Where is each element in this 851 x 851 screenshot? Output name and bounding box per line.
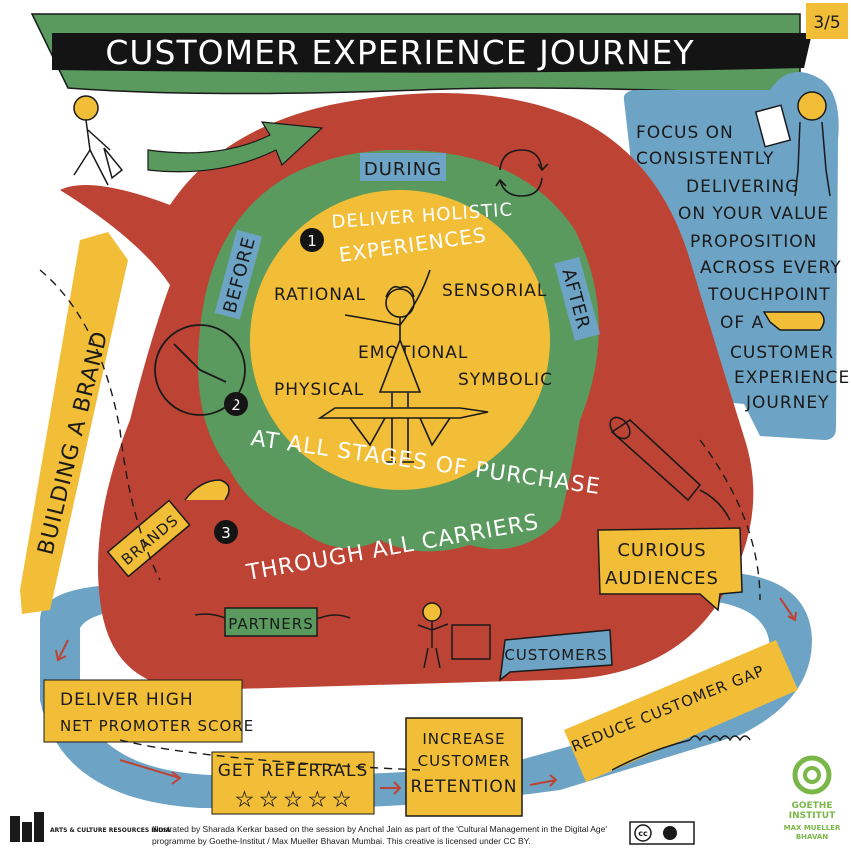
goethe-line4: BHAVAN [796, 833, 828, 841]
reader-figure-icon [754, 91, 831, 197]
focus-note-panel [623, 72, 839, 440]
sensorial-label: SENSORIAL [442, 281, 547, 301]
point-1-number: 1 [307, 232, 317, 250]
focus-note-line: DELIVERING [686, 177, 799, 197]
clock-icon [154, 324, 246, 416]
flow-arrows [55, 597, 797, 795]
pointing-hand-icon [762, 311, 825, 331]
page-number: 3/5 [813, 13, 840, 33]
focus-note-line: ON YOUR VALUE [678, 204, 829, 224]
customers-bubble: CUSTOMERS [499, 629, 613, 682]
focus-note-line: CONSISTENTLY [636, 149, 774, 169]
point-3-badge [214, 520, 238, 544]
rating-stars: ★ ★ ★ ★ ★ [235, 787, 350, 811]
cc-text: cc [638, 829, 648, 838]
partners-banner: PARTNERS [194, 607, 351, 637]
retention-line2: CUSTOMER [418, 752, 511, 770]
nps-line1: DELIVER HIGH [60, 690, 194, 710]
balancing-figure-icon [317, 269, 489, 463]
refresh-cycle-icon [495, 149, 549, 197]
partners-label: PARTNERS [228, 615, 313, 633]
by-person-icon [663, 826, 677, 840]
nps-line2: NET PROMOTER SCORE [60, 717, 254, 735]
customer-figure-icon [417, 602, 491, 669]
title-banner-black [52, 33, 812, 73]
during-label: DURING [364, 159, 442, 180]
telescope-icon [609, 416, 731, 521]
rational-label: RATIONAL [274, 285, 366, 305]
goethe-line2: INSTITUT [789, 811, 836, 821]
forward-arrow-icon [147, 121, 324, 173]
focus-note-line: FOCUS ON [636, 123, 734, 143]
symbolic-label: SYMBOLIC [458, 370, 553, 390]
during-label-box [360, 153, 446, 181]
point-2-badge [224, 392, 248, 416]
spring-arms-icon [611, 735, 751, 771]
credit-line-1: Illustrated by Sharada Kerkar based on t… [152, 824, 607, 834]
focus-note-line: ACROSS EVERY [700, 258, 842, 278]
physical-label: PHYSICAL [274, 380, 364, 400]
building-brand-banner [20, 232, 128, 614]
nps-box [43, 679, 243, 743]
emotional-label: EMOTIONAL [358, 343, 468, 363]
focus-note-line: TOUCHPOINT [707, 285, 831, 305]
retention-line3: RETENTION [411, 777, 518, 797]
goethe-line1: GOETHE [791, 801, 832, 811]
gap-banner [564, 640, 798, 782]
acri-logo-icon [10, 812, 44, 842]
retention-box [405, 717, 523, 817]
focus-note-line: CUSTOMER [730, 343, 834, 363]
retention-line1: INCREASE [422, 730, 505, 748]
point-2-number: 2 [231, 396, 241, 414]
before-label-box [214, 229, 263, 320]
point-3-number: 3 [221, 524, 231, 542]
focus-note-line: OF A [720, 313, 764, 333]
acri-logo-text: ARTS & CULTURE RESOURCES INDIA [50, 827, 171, 834]
audiences-label: AUDIENCES [605, 568, 719, 589]
customers-label: CUSTOMERS [504, 646, 607, 664]
goethe-line3: MAX MUELLER [784, 824, 841, 832]
focus-note-line: JOURNEY [745, 393, 830, 413]
goethe-logo-icon [792, 755, 832, 795]
page-title: CUSTOMER EXPERIENCE JOURNEY [105, 33, 694, 72]
focus-note-line: PROPOSITION [690, 232, 817, 252]
focus-note-line: EXPERIENCE [734, 368, 850, 388]
cc-circle-icon [634, 824, 652, 842]
after-label-box [554, 256, 601, 341]
curious-label: CURIOUS [617, 540, 706, 561]
dashed-journey-path [39, 269, 761, 771]
credit-line-2: programme by Goethe-Institut / Max Muell… [152, 836, 531, 846]
point-1-badge [300, 228, 324, 252]
referrals-label: GET REFERRALS [218, 761, 369, 781]
walking-woman-icon [73, 95, 124, 186]
focus-note-text: FOCUS ON CONSISTENTLY DELIVERING ON YOUR… [636, 123, 850, 413]
page-number-badge [806, 3, 848, 39]
tag-string-icon [184, 479, 230, 501]
curious-audiences-bubble: CURIOUS AUDIENCES [597, 527, 743, 612]
